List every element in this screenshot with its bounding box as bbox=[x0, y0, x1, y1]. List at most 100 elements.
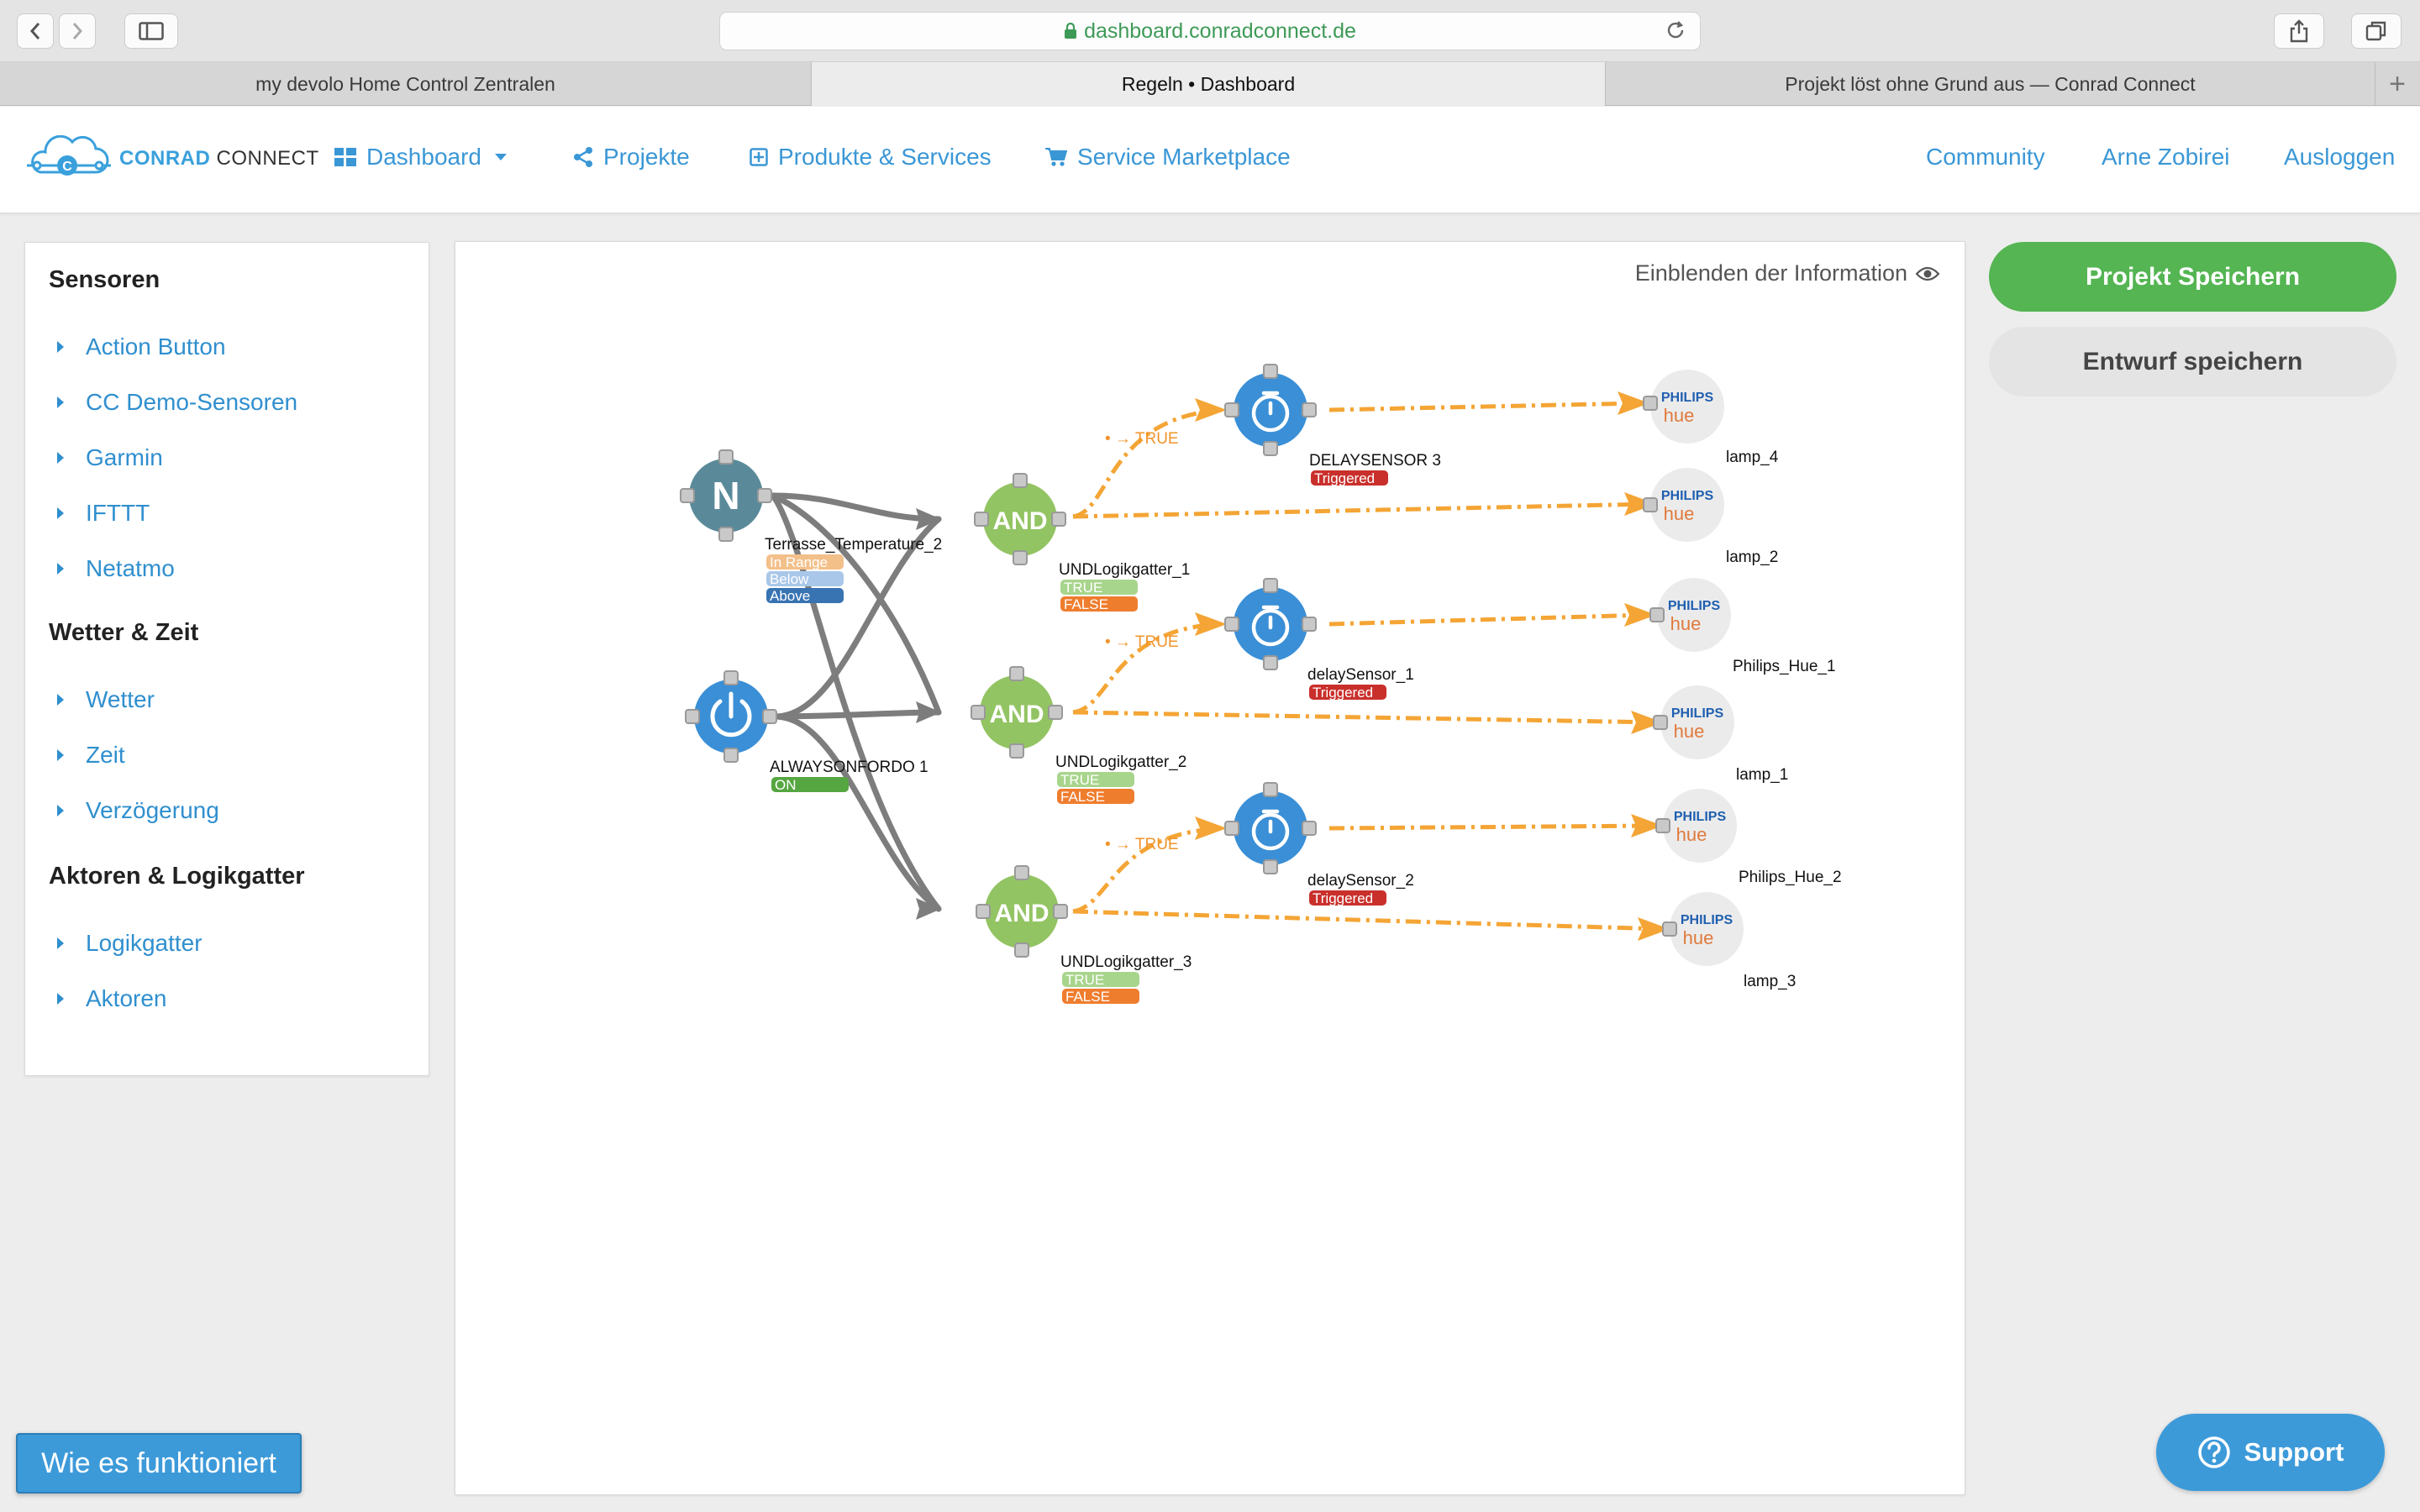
chevron-left-icon bbox=[29, 23, 40, 39]
cloud-logo-icon: C bbox=[27, 135, 111, 176]
hue-logo-text: hue bbox=[1664, 503, 1695, 524]
chevron-right-icon bbox=[72, 23, 83, 39]
node-delay-sensor-2[interactable]: delaySensor_2 Triggered bbox=[1224, 782, 1414, 906]
rule-editor-canvas[interactable]: Einblenden der Information bbox=[455, 241, 1965, 1495]
share-icon bbox=[2290, 19, 2308, 43]
library-item-aktoren[interactable]: Aktoren bbox=[57, 985, 167, 1012]
nav-user[interactable]: Arne Zobirei bbox=[2102, 144, 2230, 171]
question-circle-icon bbox=[2197, 1436, 2231, 1469]
rule-graph[interactable]: • → TRUE • → TRUE • → TRUE N Terrasse_Te… bbox=[455, 242, 1966, 1496]
expand-triangle-icon bbox=[57, 452, 64, 464]
nav-produkte[interactable]: Produkte & Services bbox=[750, 144, 992, 171]
node-hue-lamp-1[interactable]: PHILIPS hue lamp_1 bbox=[1653, 685, 1788, 784]
nav-produkte-label: Produkte & Services bbox=[778, 144, 992, 170]
forward-button[interactable] bbox=[59, 13, 96, 49]
node-hue-lamp-4[interactable]: PHILIPS hue lamp_4 bbox=[1643, 370, 1779, 466]
node-name: lamp_3 bbox=[1744, 973, 1796, 990]
edge-label-true: • → TRUE bbox=[1105, 430, 1179, 448]
node-name: Terrasse_Temperature_2 bbox=[765, 536, 942, 554]
library-item-verzoegerung[interactable]: Verzögerung bbox=[57, 797, 219, 824]
address-bar[interactable]: dashboard.conradconnect.de bbox=[719, 12, 1701, 50]
share-button[interactable] bbox=[2274, 13, 2324, 49]
library-item-ifttt[interactable]: IFTTT bbox=[57, 500, 150, 527]
how-it-works-button[interactable]: Wie es funktioniert bbox=[16, 1433, 302, 1494]
logo-text: CONRAD CONNECT bbox=[119, 147, 319, 170]
nav-dashboard[interactable]: Dashboard bbox=[334, 144, 507, 171]
browser-tab-active[interactable]: Regeln • Dashboard bbox=[812, 62, 1606, 106]
true-edge-arrowheads bbox=[1195, 391, 1670, 941]
node-name: Philips_Hue_1 bbox=[1733, 658, 1836, 675]
philips-logo-text: PHILIPS bbox=[1668, 599, 1721, 613]
expand-triangle-icon bbox=[57, 563, 64, 575]
url-text: dashboard.conradconnect.de bbox=[1084, 18, 1356, 43]
library-item-cc-demo-sensoren[interactable]: CC Demo-Sensoren bbox=[57, 389, 297, 416]
library-item-zeit[interactable]: Zeit bbox=[57, 742, 125, 769]
share-nodes-icon bbox=[573, 147, 593, 167]
philips-logo-text: PHILIPS bbox=[1681, 913, 1733, 927]
tab-title: Regeln • Dashboard bbox=[1121, 72, 1296, 95]
expand-triangle-icon bbox=[57, 937, 64, 949]
library-item-action-button[interactable]: Action Button bbox=[57, 333, 226, 360]
node-hue-lamp-2[interactable]: PHILIPS hue lamp_2 bbox=[1643, 468, 1778, 566]
philips-logo-text: PHILIPS bbox=[1661, 391, 1714, 405]
nav-logout[interactable]: Ausloggen bbox=[2284, 144, 2395, 171]
and-label: AND bbox=[990, 701, 1044, 728]
node-netatmo-sensor[interactable]: N Terrasse_Temperature_2 In Range Below … bbox=[680, 449, 942, 604]
tab-title: Projekt löst ohne Grund aus — Conrad Con… bbox=[1785, 72, 2196, 95]
node-hue-philips-hue-2[interactable]: PHILIPS hue Philips_Hue_2 bbox=[1655, 789, 1842, 886]
back-button[interactable] bbox=[17, 13, 54, 49]
node-name: UNDLogikgatter_3 bbox=[1060, 953, 1192, 971]
conrad-connect-logo[interactable]: C CONRAD CONNECT bbox=[27, 135, 319, 182]
caret-down-icon bbox=[494, 154, 507, 160]
node-delay-sensor-3[interactable]: DELAYSENSOR 3 Triggered bbox=[1224, 364, 1441, 486]
nav-projekte[interactable]: Projekte bbox=[573, 144, 690, 171]
node-and-gate-3[interactable]: AND UNDLogikgatter_3 TRUE FALSE bbox=[976, 865, 1192, 1005]
expand-triangle-icon bbox=[57, 805, 64, 816]
nav-marketplace-label: Service Marketplace bbox=[1077, 144, 1291, 170]
node-hue-lamp-3[interactable]: PHILIPS hue lamp_3 bbox=[1662, 892, 1796, 990]
expand-triangle-icon bbox=[57, 993, 64, 1005]
state-badge: TRUE bbox=[1064, 580, 1102, 596]
show-information-toggle[interactable]: Einblenden der Information bbox=[1635, 260, 1939, 286]
grid-icon bbox=[334, 148, 356, 166]
browser-tab[interactable]: my devolo Home Control Zentralen bbox=[0, 62, 812, 106]
node-name: lamp_2 bbox=[1726, 549, 1778, 566]
sidebar-icon bbox=[139, 22, 164, 40]
nav-community[interactable]: Community bbox=[1926, 144, 2045, 171]
hue-logo-text: hue bbox=[1670, 613, 1702, 634]
node-name: lamp_4 bbox=[1726, 449, 1779, 466]
nav-marketplace[interactable]: Service Marketplace bbox=[1045, 144, 1291, 171]
new-tab-button[interactable]: + bbox=[2389, 67, 2406, 100]
save-draft-button[interactable]: Entwurf speichern bbox=[1989, 327, 2396, 396]
nav-dashboard-label: Dashboard bbox=[366, 144, 481, 170]
node-name: UNDLogikgatter_1 bbox=[1059, 561, 1190, 579]
library-item-logikgatter[interactable]: Logikgatter bbox=[57, 930, 203, 957]
state-badge: ON bbox=[775, 777, 797, 793]
gray-edge-arrowheads bbox=[916, 508, 941, 920]
eye-icon bbox=[1916, 266, 1939, 281]
node-and-gate-1[interactable]: AND UNDLogikgatter_1 TRUE FALSE bbox=[974, 473, 1190, 612]
library-item-netatmo[interactable]: Netatmo bbox=[57, 555, 175, 582]
expand-triangle-icon bbox=[57, 749, 64, 761]
node-hue-philips-hue-1[interactable]: PHILIPS hue Philips_Hue_1 bbox=[1649, 578, 1836, 675]
node-always-on[interactable]: ALWAYSONFORDO 1 ON bbox=[685, 670, 929, 793]
tab-title: my devolo Home Control Zentralen bbox=[255, 72, 555, 95]
library-item-garmin[interactable]: Garmin bbox=[57, 444, 163, 471]
node-name: delaySensor_1 bbox=[1307, 666, 1414, 684]
sidebar-toggle-button[interactable] bbox=[124, 13, 178, 49]
library-item-wetter[interactable]: Wetter bbox=[57, 686, 155, 713]
node-delay-sensor-1[interactable]: delaySensor_1 Triggered bbox=[1224, 578, 1414, 701]
save-project-button[interactable]: Projekt Speichern bbox=[1989, 242, 2396, 312]
tabs-icon bbox=[2365, 21, 2386, 41]
tabs-overview-button[interactable] bbox=[2351, 13, 2402, 49]
browser-tab[interactable]: Projekt löst ohne Grund aus — Conrad Con… bbox=[1606, 62, 2375, 106]
node-name: ALWAYSONFORDO 1 bbox=[770, 759, 929, 776]
power-icon bbox=[710, 691, 752, 738]
node-name: UNDLogikgatter_2 bbox=[1055, 753, 1186, 771]
support-button[interactable]: Support bbox=[2156, 1414, 2385, 1491]
node-and-gate-2[interactable]: AND UNDLogikgatter_2 TRUE FALSE bbox=[971, 666, 1186, 805]
nav-logout-label: Ausloggen bbox=[2284, 144, 2396, 170]
reload-icon[interactable] bbox=[1665, 19, 1686, 47]
nav-community-label: Community bbox=[1926, 144, 2045, 170]
true-edges bbox=[1072, 401, 1664, 932]
